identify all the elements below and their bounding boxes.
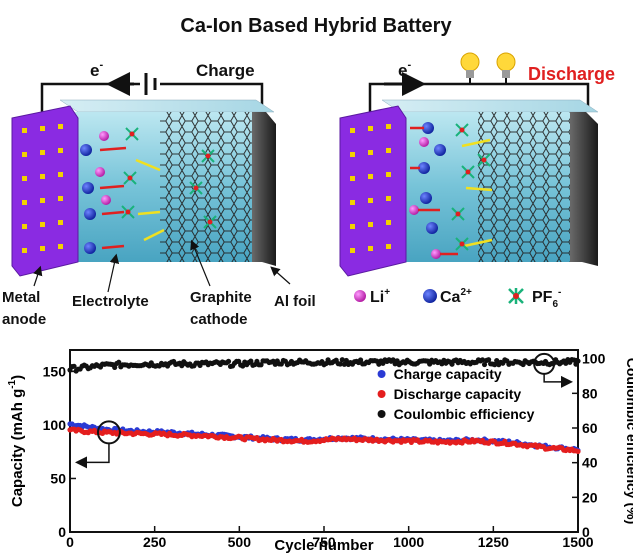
series-point — [337, 361, 343, 367]
legend-marker — [377, 390, 386, 398]
y2-tick-label: 60 — [582, 420, 598, 436]
y-tick-label: 0 — [58, 524, 66, 540]
discharge-red-arrows-icon — [410, 126, 458, 256]
legend-label: Coulombic efficiency — [394, 406, 535, 422]
x-tick-label: 500 — [228, 534, 252, 550]
charge-pf6-ions-icon — [121, 127, 217, 229]
legend-label: Charge capacity — [394, 366, 502, 382]
series-point — [357, 357, 364, 363]
discharge-electron-superscript: - — [407, 59, 411, 71]
x-tick-label: 750 — [312, 534, 336, 550]
charge-mode-label: Charge — [196, 61, 255, 80]
charge-yellow-arrows-icon — [135, 158, 165, 242]
pf6-legend-label: PF6- — [532, 287, 561, 310]
x-tick-label: 250 — [143, 534, 167, 550]
charge-electrolyte-top — [59, 99, 275, 113]
anode-label: anode — [2, 311, 46, 328]
charge-electron-symbol: e — [90, 61, 99, 80]
series-point — [258, 362, 264, 368]
discharge-panel: e- Discharge — [339, 52, 615, 310]
discharge-electron-label: e- — [398, 59, 411, 80]
pf6-legend-icon — [508, 288, 524, 304]
x-tick-label: 0 — [66, 534, 74, 550]
li-legend-label: Li+ — [370, 287, 390, 306]
y2-axis-label: Coulombic efficiency (%) — [624, 358, 633, 524]
discharge-al-foil — [570, 112, 598, 266]
charge-pointer-lines — [33, 239, 291, 293]
charge-anode-dots — [22, 124, 63, 253]
series-point — [479, 357, 486, 363]
series-point — [394, 358, 400, 364]
series-point — [341, 361, 347, 367]
ion-legend: Li+ Ca2+ PF6- — [354, 287, 561, 310]
discharge-electrolyte-top — [381, 99, 599, 113]
graphite-label: Graphite — [190, 289, 252, 306]
discharge-anode-dots — [350, 124, 391, 253]
x-tick-label: 1250 — [478, 534, 509, 550]
charge-panel: e- Charge — [2, 59, 316, 328]
y2-tick-label: 80 — [582, 385, 598, 401]
series-point — [481, 361, 488, 368]
charge-red-arrows-icon — [99, 146, 127, 250]
y2-tick-label: 0 — [582, 524, 590, 540]
discharge-mode-label: Discharge — [528, 64, 615, 84]
ca-legend-label: Ca2+ — [440, 287, 472, 306]
discharge-pf6-ions-icon — [451, 123, 491, 251]
charge-ions — [80, 131, 111, 254]
light-bulb-icon — [460, 52, 480, 84]
series-point — [485, 357, 492, 363]
charge-graphite-cathode — [160, 112, 252, 262]
y-axis-label: Capacity (mAh g-1) — [7, 375, 26, 507]
series-point — [240, 363, 246, 369]
charge-al-foil — [252, 112, 276, 266]
charge-electron-label: e- — [90, 59, 103, 80]
series-point — [112, 364, 118, 371]
series-point — [248, 358, 254, 364]
series-point — [575, 358, 581, 364]
series-point — [571, 357, 577, 363]
discharge-ions — [409, 122, 446, 259]
figure-title: Ca-Ion Based Hybrid Battery — [180, 15, 452, 37]
legend-marker — [377, 370, 386, 378]
right-axis-arrow-icon — [543, 373, 573, 388]
series-point — [492, 362, 498, 368]
discharge-graphite-cathode — [478, 112, 574, 262]
charge-electron-superscript: - — [99, 59, 103, 71]
left-axis-arrow-icon — [75, 443, 110, 469]
series-point — [339, 357, 345, 363]
metal-label: Metal — [2, 289, 40, 306]
series-point — [575, 448, 581, 455]
discharge-yellow-arrows-icon — [461, 138, 493, 248]
x-tick-label: 1000 — [393, 534, 424, 550]
y2-tick-label: 100 — [582, 351, 606, 367]
y2-tick-label: 20 — [582, 489, 598, 505]
li-legend-icon — [354, 290, 366, 302]
series-point — [71, 363, 77, 369]
series-point — [390, 357, 396, 363]
ca-legend-icon — [423, 289, 437, 303]
legend-marker — [377, 410, 386, 418]
discharge-circuit-wire — [368, 82, 590, 114]
y-tick-label: 150 — [43, 363, 67, 379]
y-tick-label: 50 — [50, 470, 66, 486]
series-point — [494, 358, 500, 364]
y2-tick-label: 40 — [582, 455, 598, 471]
x-tick-label: 1500 — [562, 534, 593, 550]
battery-symbol-icon — [140, 73, 160, 95]
cathode-label: cathode — [190, 311, 248, 328]
x-axis-label: Cycle number — [274, 537, 373, 554]
series-point — [179, 363, 185, 369]
light-bulb-icon — [496, 52, 516, 84]
series-point — [343, 357, 349, 364]
series-point — [116, 359, 122, 365]
series-point — [225, 358, 232, 364]
legend-label: Discharge capacity — [394, 386, 522, 402]
y-tick-label: 100 — [43, 417, 67, 433]
al-foil-label: Al foil — [274, 293, 316, 310]
discharge-electron-symbol: e — [398, 61, 407, 80]
electrolyte-label: Electrolyte — [72, 293, 149, 310]
